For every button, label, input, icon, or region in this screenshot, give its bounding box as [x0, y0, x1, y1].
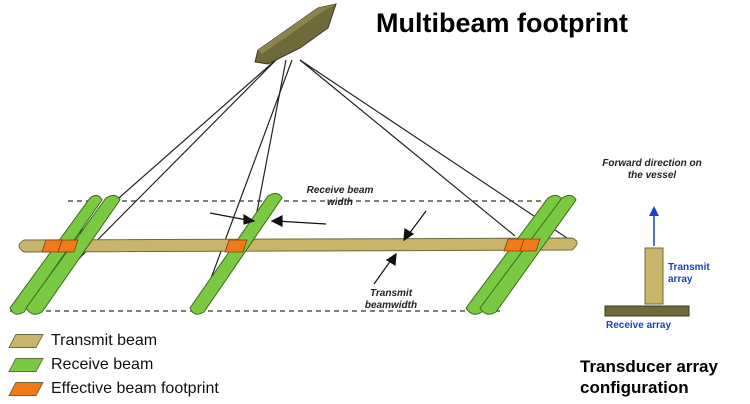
forward-direction-label: Forward direction on the vessel	[602, 158, 702, 181]
legend-item: Transmit beam	[8, 329, 219, 353]
legend-item: Effective beam footprint	[8, 377, 219, 401]
legend-item: Receive beam	[8, 353, 219, 377]
receive-beams	[9, 192, 577, 315]
beam-width-arrows	[209, 210, 427, 285]
transducer-config-title: Transducer array configuration	[580, 357, 718, 397]
effective-footprints	[41, 238, 541, 253]
legend-label: Receive beam	[51, 356, 154, 373]
vessel	[254, 3, 337, 65]
transmit-array-label: Transmit array	[668, 262, 710, 285]
beam-lines	[27, 57, 571, 311]
receive-swatch	[8, 358, 44, 372]
transducer-config	[604, 206, 690, 317]
transmit-beamwidth-label: Transmit beamwidth	[364, 288, 418, 311]
receive-beam-width-label: Receive beam width	[306, 185, 374, 208]
transmit-swatch	[8, 334, 44, 348]
transmit-beam-strip	[18, 237, 578, 253]
legend-label: Transmit beam	[51, 332, 158, 349]
legend-label: Effective beam footprint	[51, 380, 219, 397]
diagram-title: Multibeam footprint	[376, 8, 628, 38]
legend: Transmit beam Receive beam Effective bea…	[8, 329, 219, 401]
receive-array-label: Receive array	[606, 320, 672, 331]
dashed-guides	[10, 200, 548, 312]
footprint-swatch	[8, 382, 44, 396]
